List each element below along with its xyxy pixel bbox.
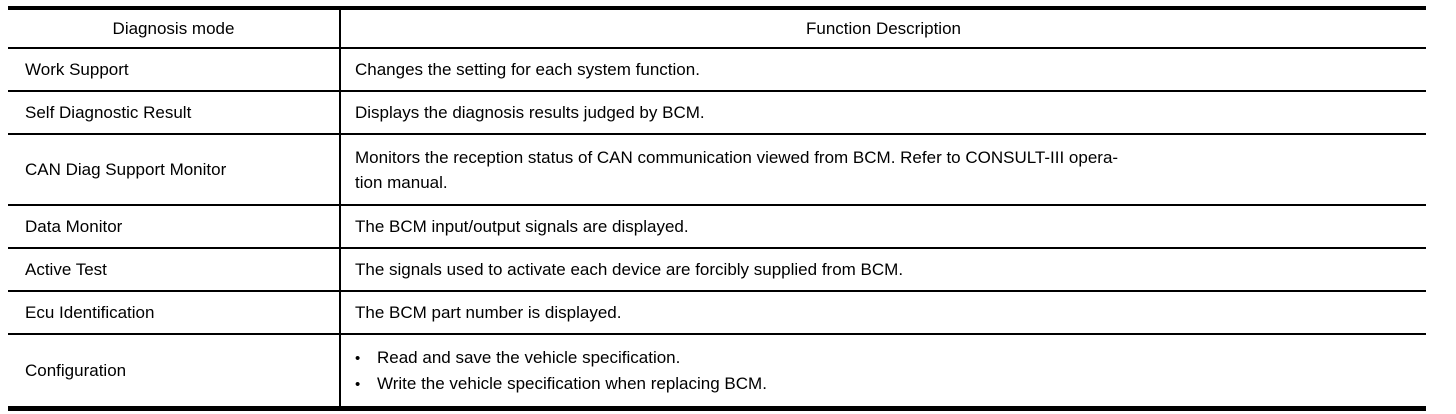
column-header-label: Diagnosis mode [112,19,235,38]
table-row-configuration: Configuration • Read and save the vehicl… [8,335,1426,406]
description-text: Write the vehicle specification when rep… [377,373,767,393]
function-description-cell: Displays the diagnosis results judged by… [339,92,1426,133]
mode-label: Ecu Identification [25,303,155,322]
function-description-cell: The signals used to activate each device… [339,249,1426,290]
mode-label: Self Diagnostic Result [25,103,192,122]
mode-label: Data Monitor [25,217,123,236]
column-header-function-description: Function Description [339,10,1426,47]
description-text: The BCM part number is displayed. [355,303,622,322]
bullet-list-item: • Read and save the vehicle specificatio… [355,345,1412,371]
diagnosis-mode-cell: Configuration [8,335,339,406]
description-text: The signals used to activate each device… [355,260,904,279]
diagnosis-mode-cell: CAN Diag Support Monitor [8,135,339,204]
table-header-row: Diagnosis mode Function Description [8,10,1426,49]
function-description-cell: Changes the setting for each system func… [339,49,1426,90]
function-description-cell: The BCM part number is displayed. [339,292,1426,333]
diagnosis-mode-cell: Active Test [8,249,339,290]
description-text: Read and save the vehicle specification. [377,347,681,367]
diagnosis-mode-table: Diagnosis mode Function Description Work… [8,6,1426,411]
mode-label: Active Test [25,260,107,279]
mode-label: Work Support [25,60,129,79]
mode-label: Configuration [25,361,127,380]
table-row-active-test: Active Test The signals used to activate… [8,249,1426,292]
diagnosis-mode-cell: Ecu Identification [8,292,339,333]
table-row-work-support: Work Support Changes the setting for eac… [8,49,1426,92]
bullet-icon: • [355,349,361,367]
description-text: Displays the diagnosis results judged by… [355,103,705,122]
description-text: Changes the setting for each system func… [355,60,700,79]
table-row-self-diagnostic-result: Self Diagnostic Result Displays the diag… [8,92,1426,135]
column-header-diagnosis-mode: Diagnosis mode [8,10,339,47]
function-description-cell: The BCM input/output signals are display… [339,206,1426,247]
diagnosis-mode-cell: Work Support [8,49,339,90]
diagnosis-mode-cell: Self Diagnostic Result [8,92,339,133]
function-description-cell: • Read and save the vehicle specificatio… [339,335,1426,406]
table-row-can-diag-support-monitor: CAN Diag Support Monitor Monitors the re… [8,135,1426,206]
bullet-icon: • [355,375,361,393]
mode-label: CAN Diag Support Monitor [25,160,227,179]
diagnosis-mode-cell: Data Monitor [8,206,339,247]
bullet-list-item: • Write the vehicle specification when r… [355,371,1412,397]
description-text: Monitors the reception status of CAN com… [355,147,1119,192]
table-row-ecu-identification: Ecu Identification The BCM part number i… [8,292,1426,335]
table-row-data-monitor: Data Monitor The BCM input/output signal… [8,206,1426,249]
description-text: The BCM input/output signals are display… [355,217,689,236]
function-description-cell: Monitors the reception status of CAN com… [339,135,1426,204]
column-header-label: Function Description [806,19,961,38]
